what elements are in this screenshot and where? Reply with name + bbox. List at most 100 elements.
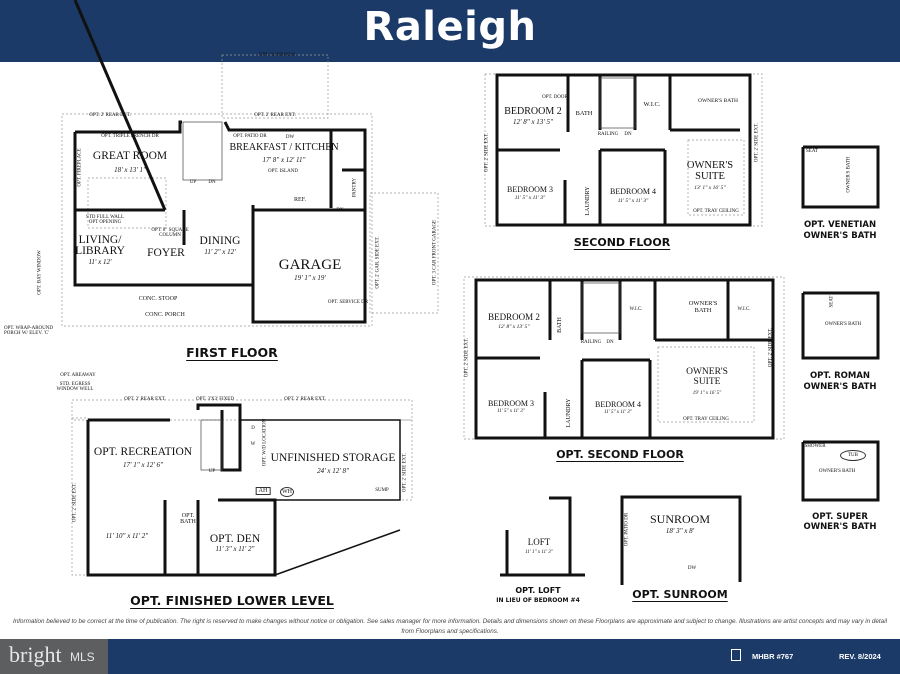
rear-ext-note: OPT. 2' REAR EXT. [89, 113, 131, 118]
room-great-room-dim: 18' x 13' 1" [114, 166, 146, 174]
roman-bath-label: OWNER'S BATH [824, 322, 862, 327]
room-laundry: LAUNDRY [566, 398, 572, 428]
room-bedroom-3-dim: 11' 5" x 11' 3" [514, 195, 546, 201]
room-living-library-dim: 11' x 12' [88, 258, 112, 266]
roman-title-1: OPT. ROMAN [809, 371, 871, 381]
room-breakfast-kitchen-dim: 17' 8" x 12' 11" [262, 156, 306, 164]
pantry-label: PANTRY [352, 177, 358, 198]
patio-door-note: OPT. PATIO DR [233, 134, 267, 139]
first-floor-title: FIRST FLOOR [186, 345, 278, 360]
stairs-up-label: UP [208, 469, 216, 474]
rear-ext-note: OPT. 2' REAR EXT. [124, 397, 166, 402]
loft-title: OPT. LOFT [515, 586, 561, 595]
room-opt-den: OPT. DEN [209, 533, 261, 545]
column-note: OPT. 8" SQUARE COLUMN [151, 228, 189, 238]
logo-suffix: MLS [70, 650, 95, 664]
sunroom-title: OPT. SUNROOM [632, 588, 728, 601]
room-unfinished-storage: UNFINISHED STORAGE [270, 452, 396, 464]
side-ext-note: OPT. 2' SIDE EXT. [484, 132, 490, 173]
room-owners-suite: OWNER'S SUITE [686, 367, 728, 387]
tub-label: TUB [840, 450, 866, 461]
fixed-window-note: OPT. 3'X3' FIXED [196, 397, 234, 402]
room-wic: W.I.C. [737, 307, 751, 312]
footer-bar [0, 639, 900, 674]
side-ext-note: OPT. 2' SIDE EXT. [402, 452, 408, 493]
lower-level-extra-dim: 11' 10" x 11' 2" [105, 532, 149, 540]
lower-level-storage-outline [240, 419, 401, 576]
room-bedroom-4: BEDROOM 4 [594, 400, 642, 409]
stairs-down-label: DN [624, 132, 632, 137]
sump-label: SUMP [375, 488, 389, 493]
triple-french-door-note: OPT. TRIPLE FRENCH DR [101, 134, 159, 139]
room-wic: W.I.C. [643, 101, 661, 108]
wrap-porch-note: OPT. WRAP-AROUND PORCH W/ ELEV. 'C' [4, 326, 53, 336]
seat-label: SEAT [829, 295, 835, 308]
washer-label: W [250, 442, 256, 447]
stairs-up-label: UP [189, 180, 197, 185]
venetian-title-1: OPT. VENETIAN [803, 220, 877, 230]
venetian-bath-label: OWNER'S BATH [846, 156, 852, 193]
room-bedroom-3: BEDROOM 3 [487, 399, 535, 408]
room-owners-bath: OWNER'S BATH [688, 300, 718, 314]
room-bath: BATH [557, 317, 563, 333]
room-breakfast-kitchen: BREAKFAST / KITCHEN [229, 142, 339, 153]
room-owners-suite-dim: 13' 1" x 16' 5" [694, 185, 726, 191]
room-bedroom-4: BEDROOM 4 [609, 187, 657, 196]
bright-mls-logo: bright MLS [0, 639, 108, 674]
seat-label: SEAT [806, 149, 818, 154]
room-garage-dim: 19' 1" x 19' [294, 274, 326, 282]
half-wall-note: STD FULL WALL OPT OPENING [85, 215, 125, 225]
wd-location-note: OPT. W/D LOCATION [262, 418, 268, 467]
room-laundry: LAUNDRY [585, 186, 591, 216]
room-foyer: FOYER [147, 247, 185, 259]
three-car-garage-note: OPT. 3 CAR FRONT GARAGE [432, 219, 438, 286]
license-number: MHBR #767 [752, 652, 794, 661]
room-sunroom: SUNROOM [649, 512, 711, 526]
room-bedroom-2-dim: 12' 8" x 13' 5" [498, 324, 530, 330]
dishwasher-label: DW [687, 566, 697, 571]
side-ext-note: OPT. 2' SIDE EXT. [72, 482, 78, 523]
fireplace-note: OPT. FIREPLACE [77, 148, 83, 187]
room-great-room: GREAT ROOM [92, 150, 168, 162]
revision-date: REV. 8/2024 [839, 652, 881, 661]
shower-label: SHOWER [804, 444, 826, 449]
side-ext-note: OPT. 2' SIDE EXT. [464, 337, 470, 378]
egress-note: STD. EGRESS WINDOW WELL [56, 382, 94, 392]
room-wic: W.I.C. [629, 307, 643, 312]
rear-ext-note: OPT. 2' REAR EXT. [284, 397, 326, 402]
patio-door-note: OPT. PATIO DR [624, 512, 630, 547]
room-bedroom-4-dim: 11' 5" x 11' 3" [604, 410, 632, 415]
room-loft-dim: 11' 1" x 11' 3" [525, 550, 553, 555]
room-bedroom-2: BEDROOM 2 [488, 312, 540, 322]
roman-title-2: OWNER'S BATH [803, 382, 877, 392]
room-opt-den-dim: 11' 3" x 11' 2" [215, 545, 255, 553]
room-bedroom-4-dim: 11' 5" x 11' 3" [617, 198, 649, 204]
room-bedroom-2: BEDROOM 2 [504, 106, 562, 117]
conc-porch-label: CONC. PORCH [145, 312, 185, 318]
room-opt-recreation: OPT. RECREATION [93, 446, 193, 458]
room-owners-bath: OWNER'S BATH [698, 98, 738, 104]
side-ext-note: OPT. 2' SIDE EXT. [768, 327, 774, 368]
room-garage: GARAGE [278, 257, 342, 273]
room-bedroom-3-dim: 11' 5" x 11' 3" [497, 409, 525, 414]
service-door-note: OPT. SERVICE DR [327, 300, 369, 305]
room-owners-suite: OWNER'S SUITE [686, 160, 734, 182]
walls [73, 0, 880, 585]
loft-subtitle: IN LIEU OF BEDROOM #4 [496, 597, 580, 604]
bay-window-note: OPT. BAY WINDOW [37, 250, 43, 295]
room-unfinished-storage-dim: 24' x 12' 8" [317, 467, 349, 475]
stairs [182, 77, 636, 471]
air-handler-label: AH [255, 487, 271, 495]
room-loft: LOFT [527, 537, 551, 547]
room-bath: BATH [575, 110, 593, 117]
room-dining-dim: 11' 2" x 12' [204, 248, 236, 256]
room-sunroom-dim: 18' 3" x 8' [665, 527, 695, 535]
room-bedroom-3: BEDROOM 3 [506, 185, 554, 194]
garage-side-ext-note: OPT. 2' GAR. SIDE EXT. [375, 236, 381, 289]
stairs-down-label: DN [606, 340, 614, 345]
rear-ext-note: OPT. 2' REAR EXT. [254, 113, 296, 118]
room-living-library: LIVING/ LIBRARY [75, 234, 125, 257]
water-heater-label: WH [280, 487, 294, 497]
header-banner [0, 0, 900, 62]
conc-stoop-label: CONC. STOOP [138, 296, 178, 302]
